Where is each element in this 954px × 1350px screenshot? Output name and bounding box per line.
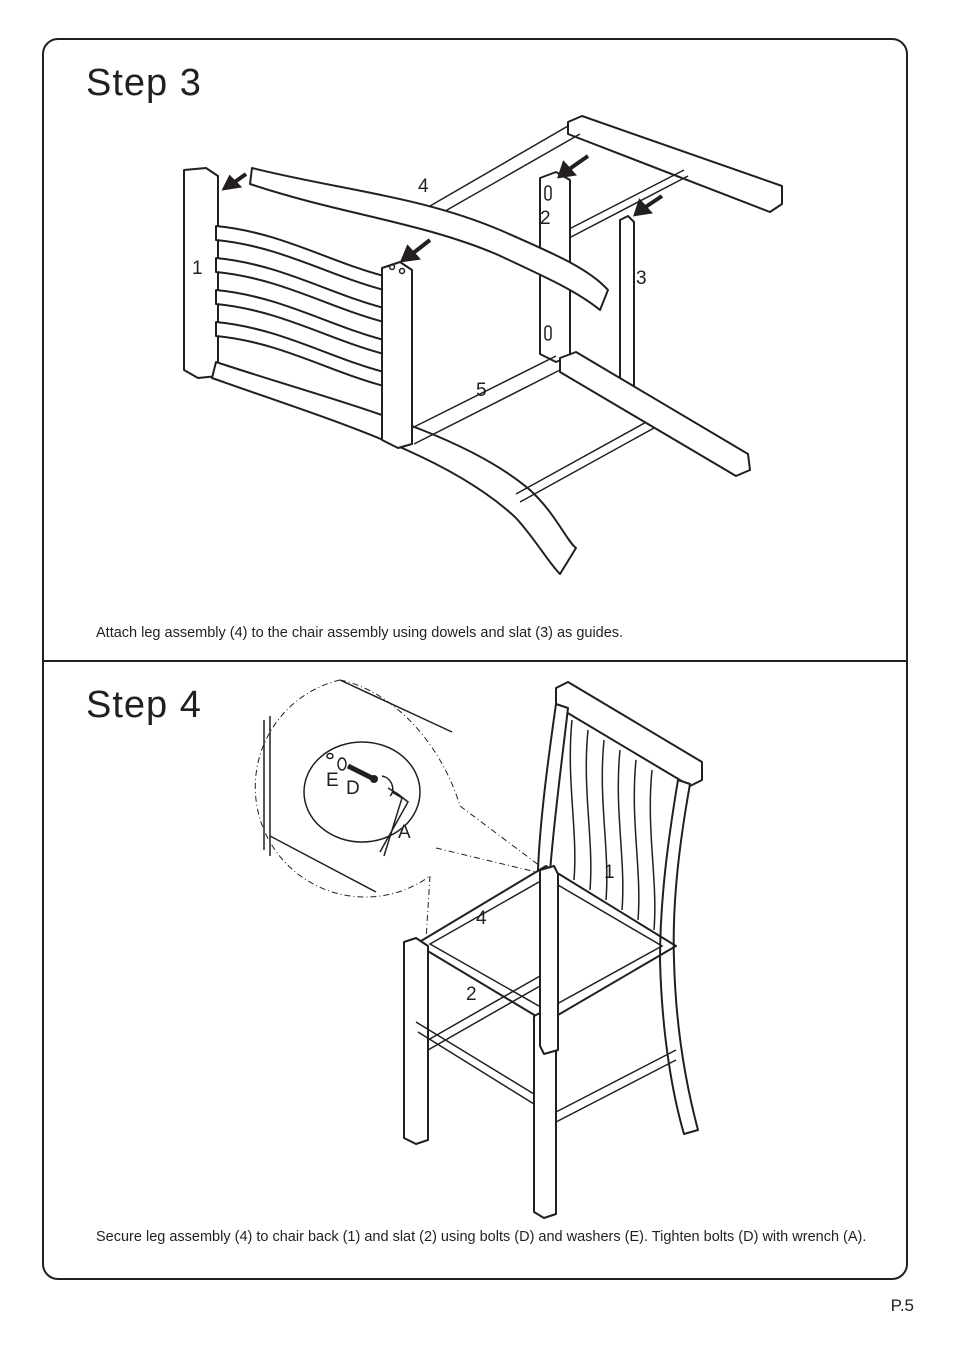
- step4-bolt-D: [346, 763, 374, 781]
- step4-back-slat: [633, 759, 656, 931]
- step3-arrow-head: [557, 160, 577, 179]
- step-4-title: Step 4: [86, 684, 202, 726]
- page-frame: [42, 38, 908, 1280]
- step4-label-D: D: [346, 778, 360, 799]
- step4-washer-E: [337, 757, 347, 771]
- step3-lower-stretcher: [515, 419, 655, 503]
- step4-back-leg-inner: [539, 865, 559, 1055]
- step3-right-leg-rail: [559, 351, 751, 477]
- step-4-illustration: 1 2 4 E D A: [254, 679, 703, 1219]
- step3-top-rail: [567, 115, 783, 213]
- step4-front-stretcher: [415, 1021, 535, 1105]
- step4-label-1: 1: [604, 862, 615, 883]
- step4-chair-top-rail: [555, 681, 703, 787]
- step4-back-slat: [569, 719, 592, 891]
- step3-leg-assembly-4: [249, 167, 609, 311]
- step4-back-post-right: [659, 779, 699, 1135]
- step4-side-stretcher: [427, 975, 541, 1051]
- step4-detail-circle-edge: [339, 679, 461, 807]
- step4-seat-frame: [415, 865, 677, 1023]
- step4-detail-rail: [269, 679, 453, 893]
- step3-slat-2-hole-lower: [544, 325, 552, 341]
- step3-slat-2-hole: [544, 185, 552, 201]
- step4-seat-inner: [428, 877, 664, 1011]
- step3-arrow-head: [221, 174, 243, 191]
- step3-rail-5: [411, 355, 561, 445]
- step-3-instructions: Attach leg assembly (4) to the chair ass…: [96, 625, 624, 641]
- step3-label-4: 4: [418, 176, 429, 197]
- step4-back-post-left: [537, 703, 569, 873]
- step3-arrow-head: [633, 198, 653, 217]
- step3-slat-3: [619, 215, 635, 393]
- step4-label-E: E: [326, 770, 339, 791]
- step3-dowel: [398, 267, 406, 275]
- step3-side-rail-line-2: [439, 133, 581, 215]
- step3-front-post: [381, 261, 413, 449]
- step4-detail-circle: [254, 679, 431, 898]
- step3-label-1: 1: [192, 258, 203, 279]
- step4-label-A: A: [398, 822, 411, 843]
- step3-arrow: [566, 154, 590, 172]
- step3-label-3: 3: [636, 268, 647, 289]
- page-number: P.5: [890, 1296, 914, 1315]
- step4-wrench-A: [379, 787, 409, 857]
- step-3-title: Step 3: [86, 62, 202, 104]
- step4-label-4: 4: [476, 908, 487, 929]
- step4-detail-leader: [425, 805, 541, 941]
- step4-label-2: 2: [466, 984, 477, 1005]
- step4-detail-hole: [303, 741, 421, 843]
- step4-bolt-head: [370, 775, 378, 783]
- step3-label-2: 2: [540, 208, 551, 229]
- step3-arrow: [410, 238, 432, 256]
- step-4-instructions: Secure leg assembly (4) to chair back (1…: [96, 1229, 867, 1245]
- step3-side-rail-line: [429, 125, 569, 207]
- step4-back-slat: [601, 739, 624, 911]
- step4-detail-post: [263, 716, 271, 856]
- step4-rotate-arrow: [381, 775, 394, 797]
- step-3-illustration: 1 2 3 4 5: [183, 115, 783, 575]
- step3-arrow-head: [399, 244, 421, 263]
- step3-label-5: 5: [476, 380, 487, 401]
- step4-front-leg-left: [403, 937, 429, 1145]
- step3-arrow: [642, 194, 664, 210]
- step4-washer-small: [326, 752, 334, 760]
- step-divider: [42, 660, 908, 662]
- step4-back-stretcher: [555, 1049, 677, 1123]
- step3-dowel: [388, 263, 396, 271]
